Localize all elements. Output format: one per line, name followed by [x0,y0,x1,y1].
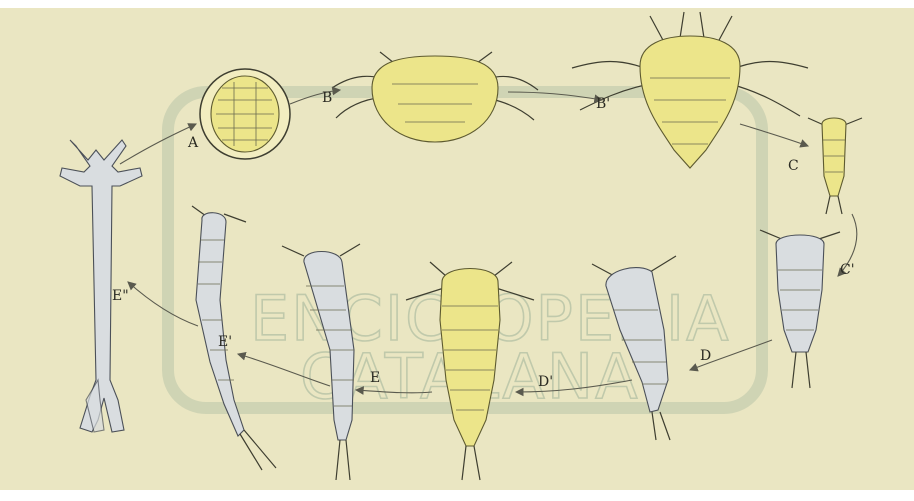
label-e: E [370,370,380,386]
label-c-prime: C' [840,262,855,278]
label-e-prime: E' [218,334,232,350]
label-b-prime: B' [596,96,610,112]
label-a: A [187,135,199,151]
stage-a-egg [200,69,290,159]
label-b: B [322,90,332,106]
label-d-prime: D' [538,374,553,390]
label-d: D [700,348,711,364]
label-c: C [788,158,799,174]
label-e-double-prime: E" [112,288,129,304]
